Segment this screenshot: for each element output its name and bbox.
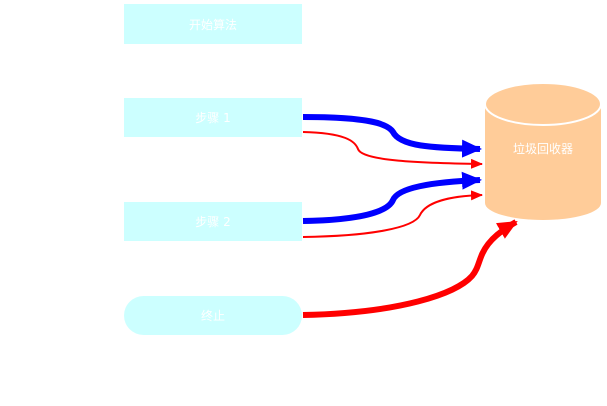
edge-step1-gc-blue: [302, 114, 482, 158]
start-node: 开始算法: [124, 4, 302, 44]
edge-end-gc-red: [302, 219, 518, 318]
gc-label: 垃圾回收器: [512, 142, 573, 156]
end-node: 终止: [124, 296, 302, 335]
step1-node-label: 步骤 1: [195, 111, 231, 125]
start-node-label: 开始算法: [188, 17, 237, 32]
edge-step2-gc-red: [302, 190, 483, 238]
end-node-label: 终止: [200, 309, 225, 323]
edge-step2-gc-blue: [302, 171, 482, 224]
step2-node-label: 步骤 2: [195, 215, 231, 229]
step1-node: 步骤 1: [124, 98, 302, 137]
step2-node: 步骤 2: [124, 202, 302, 241]
edge-step1-gc-red: [302, 131, 483, 169]
gc-cylinder: [484, 82, 602, 220]
